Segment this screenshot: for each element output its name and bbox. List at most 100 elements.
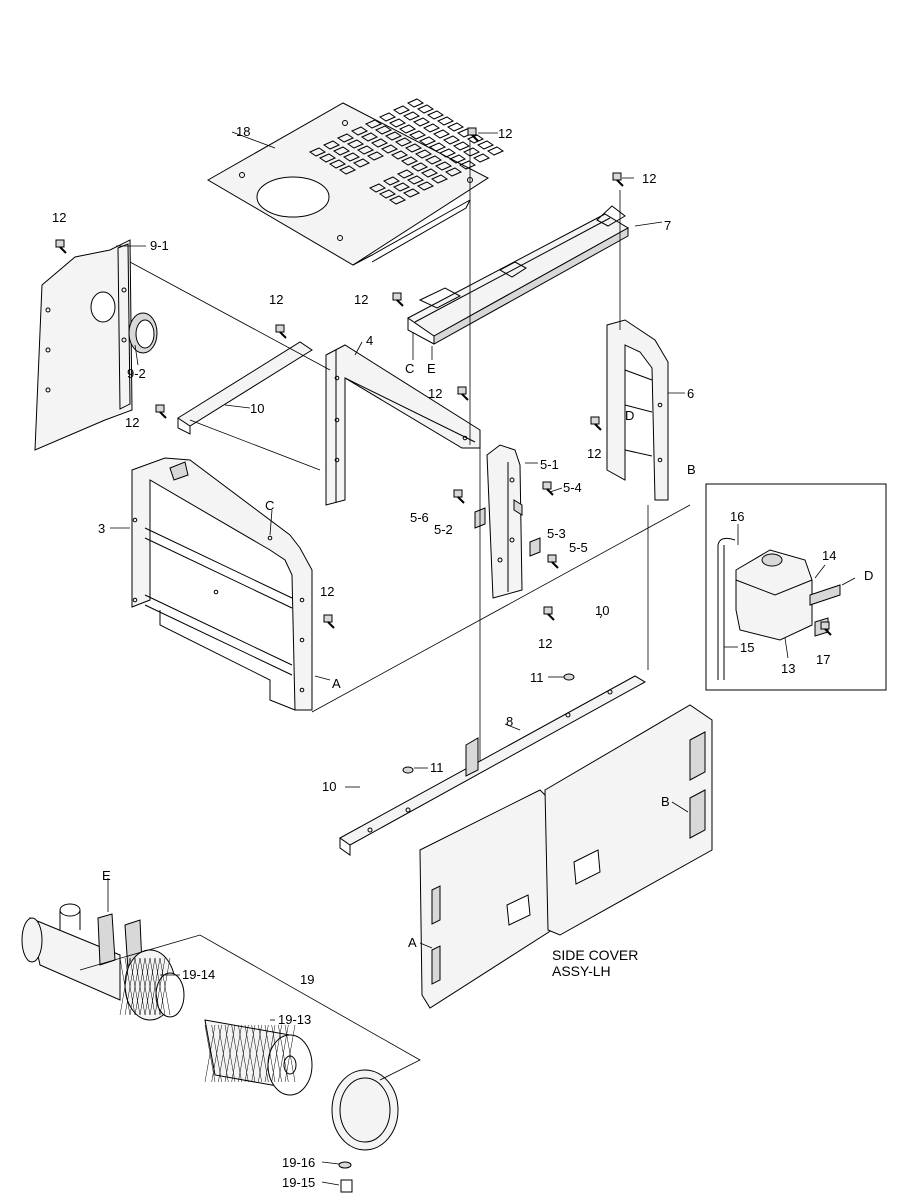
mesh-line <box>149 957 161 1016</box>
label-B: B <box>661 794 670 809</box>
caption-line-1: SIDE COVER <box>552 947 638 963</box>
bolt <box>275 324 287 339</box>
label-E: E <box>427 361 436 376</box>
label-12: 12 <box>428 386 442 401</box>
mesh-line <box>119 957 131 1016</box>
vent-slot <box>402 188 421 198</box>
label-13: 13 <box>781 661 795 676</box>
label-D: D <box>625 408 634 423</box>
bolt <box>392 292 404 307</box>
bolt <box>457 386 469 401</box>
vent-slot <box>404 143 423 153</box>
vent-slot <box>430 174 449 184</box>
label-B: B <box>687 462 696 477</box>
bolt <box>453 489 465 504</box>
filter-mesh-19-13 <box>204 1024 296 1083</box>
label-10: 10 <box>322 779 336 794</box>
vent-slot <box>400 156 419 166</box>
air-cleaner-19 <box>21 903 421 1193</box>
vent-slot <box>406 98 425 108</box>
label-15: 15 <box>740 640 754 655</box>
callout-labels: 18 12 12 7 12 9-1 12 12 9-2 4 10 12 C E … <box>52 124 873 1190</box>
label-8: 8 <box>506 714 513 729</box>
vent-slot <box>416 181 435 191</box>
mesh-line <box>144 957 156 1016</box>
bolt <box>590 416 602 431</box>
frame-6 <box>606 319 669 501</box>
vent-slot <box>476 140 495 150</box>
vent-slot <box>352 158 371 168</box>
label-10: 10 <box>250 401 264 416</box>
label-17: 17 <box>816 652 830 667</box>
vent-slot <box>338 165 357 175</box>
vent-slot <box>420 168 439 178</box>
vent-slot <box>360 132 379 142</box>
label-16: 16 <box>730 509 744 524</box>
left-panel-9-1 <box>34 239 133 451</box>
mesh-line <box>284 1024 296 1083</box>
label-12: 12 <box>538 636 552 651</box>
vent-slot <box>390 150 409 160</box>
label-A: A <box>332 676 341 691</box>
label-5-5: 5-5 <box>569 540 588 555</box>
label-19-15: 19-15 <box>282 1175 315 1190</box>
vent-slot <box>328 159 347 169</box>
vent-slot <box>346 139 365 149</box>
vent-slot <box>422 123 441 133</box>
vent-slot <box>370 138 389 148</box>
vent-slot <box>342 152 361 162</box>
bracket-5-1 <box>474 444 541 599</box>
vent-slot <box>412 117 431 127</box>
bolt <box>55 239 67 254</box>
vent-slot <box>336 133 355 143</box>
label-11: 11 <box>530 670 544 685</box>
caption-line-2: ASSY-LH <box>552 963 611 979</box>
label-4: 4 <box>366 333 373 348</box>
label-19-14: 19-14 <box>182 967 215 982</box>
bolt <box>542 481 554 496</box>
handle-10-right <box>568 615 612 665</box>
vent-slot <box>318 153 337 163</box>
label-12: 12 <box>642 171 656 186</box>
rail-10-upper <box>177 341 313 435</box>
vent-slot <box>378 189 397 199</box>
label-14: 14 <box>822 548 836 563</box>
vent-slot <box>416 104 435 114</box>
mesh-line <box>134 957 146 1016</box>
ring-9-2 <box>128 312 158 354</box>
label-12: 12 <box>587 446 601 461</box>
vent-slot <box>486 146 505 156</box>
leader-lines <box>107 131 856 1186</box>
vent-slot <box>392 182 411 192</box>
vent-slot <box>432 129 451 139</box>
vent-slot <box>472 153 491 163</box>
top-rail-7 <box>407 205 629 345</box>
bolt <box>820 621 832 636</box>
vent-slot <box>410 162 429 172</box>
label-10: 10 <box>595 603 609 618</box>
vent-slot <box>382 176 401 186</box>
bolt <box>612 172 624 187</box>
vent-slot <box>398 124 417 134</box>
label-5-6: 5-6 <box>410 510 429 525</box>
vent-slot <box>424 155 443 165</box>
vent-slot <box>406 175 425 185</box>
bottom-rail-8 <box>339 675 647 856</box>
label-A: A <box>408 935 417 950</box>
mesh-line <box>139 957 151 1016</box>
label-12: 12 <box>498 126 512 141</box>
mesh-line <box>154 957 166 1016</box>
label-19-16: 19-16 <box>282 1155 315 1170</box>
label-C: C <box>265 498 274 513</box>
vent-slot <box>388 118 407 128</box>
bolt <box>155 404 167 419</box>
vent-slot <box>380 144 399 154</box>
label-7: 7 <box>664 218 671 233</box>
label-12: 12 <box>320 584 334 599</box>
handle-10-left <box>363 756 412 790</box>
label-5-3: 5-3 <box>547 526 566 541</box>
vent-slot <box>458 160 477 170</box>
vent-slot <box>402 111 421 121</box>
vent-slot <box>452 141 471 151</box>
